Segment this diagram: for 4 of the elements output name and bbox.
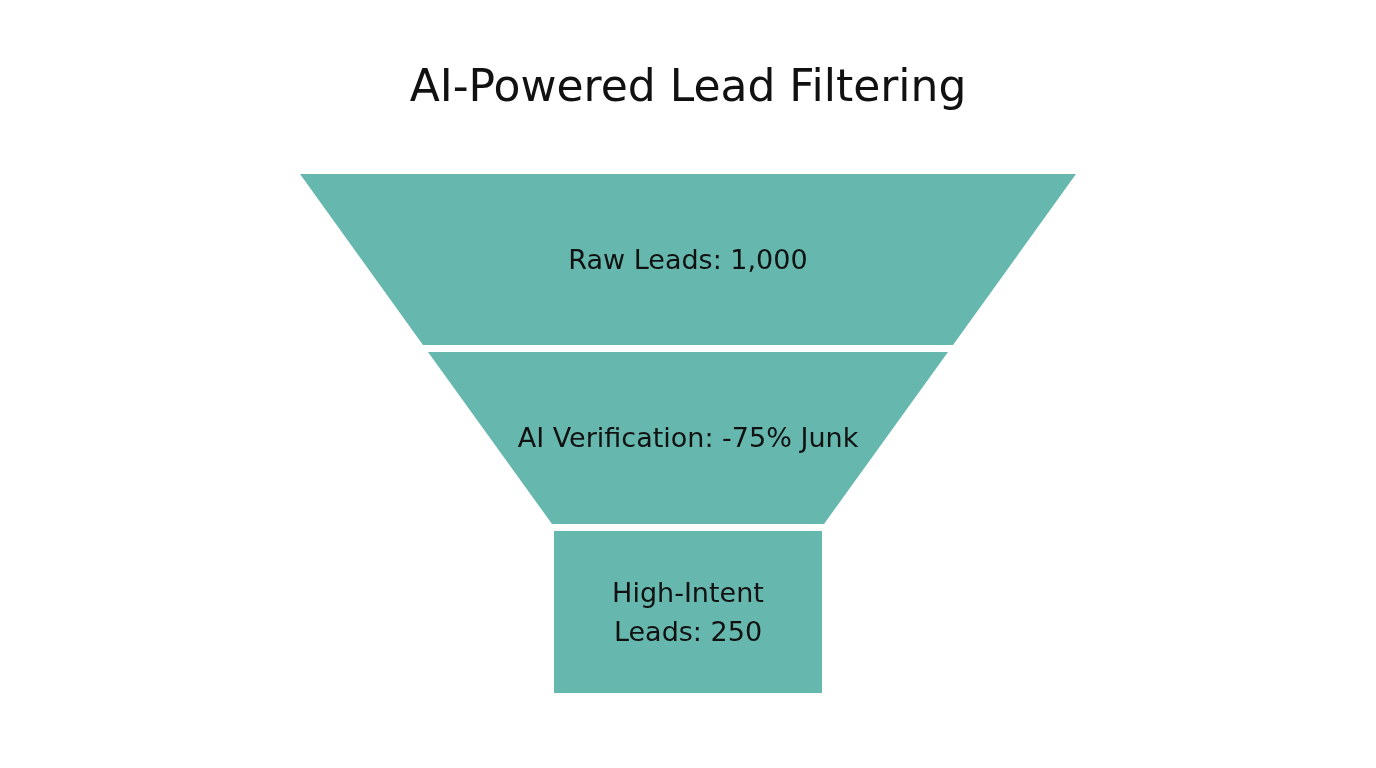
diagram-title: AI-Powered Lead Filtering <box>408 60 968 111</box>
stage-label: Raw Leads: 1,000 <box>568 242 808 277</box>
stage-label: AI Verification: -75% Junk <box>517 421 859 456</box>
stage-label: High-Intent Leads: 250 <box>611 575 765 649</box>
